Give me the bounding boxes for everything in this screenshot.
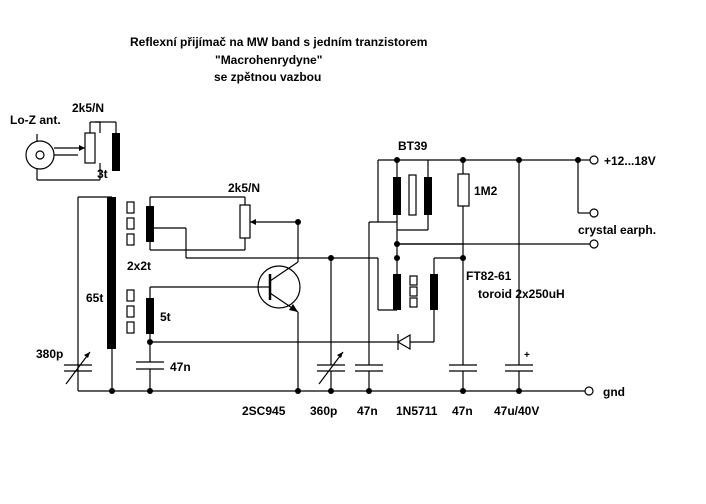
supply-terminal bbox=[589, 155, 599, 165]
transistor-label: 2SC945 bbox=[242, 404, 286, 418]
cap-360p-label: 360p bbox=[310, 404, 337, 418]
gnd-terminal bbox=[584, 386, 594, 396]
toroid-label: FT82-61 bbox=[466, 269, 512, 283]
cap-47n-c-label: 47n bbox=[452, 404, 473, 418]
bt39-label: BT39 bbox=[398, 139, 428, 153]
diode-label: 1N5711 bbox=[396, 404, 438, 418]
title-line-2: "Macrohenrydyne" bbox=[215, 53, 322, 67]
coil-3t bbox=[112, 133, 120, 171]
toroid-wires bbox=[377, 244, 463, 343]
capacitor-47u bbox=[505, 160, 533, 391]
capacitor-47n-c bbox=[449, 364, 477, 391]
turns-65t-label: 65t bbox=[86, 291, 103, 305]
earphone-label: crystal earph. bbox=[578, 223, 656, 237]
turns-2x2t-label: 2x2t bbox=[127, 259, 151, 273]
antenna-wiper-arrow bbox=[54, 145, 85, 151]
coil-65t bbox=[107, 197, 116, 349]
pot-ant-label: 2k5/N bbox=[72, 101, 104, 115]
pot-fb-label: 2k5/N bbox=[228, 181, 260, 195]
resistor-1m2 bbox=[457, 160, 470, 365]
cap-47n-b-label: 47n bbox=[357, 404, 378, 418]
cap-380p-label: 380p bbox=[36, 347, 63, 361]
coupling-wires bbox=[149, 196, 378, 259]
capacitor-47n-b bbox=[355, 222, 383, 391]
title-line-3: se zpětnou vazbou bbox=[214, 70, 321, 84]
gnd-label: gnd bbox=[603, 385, 625, 399]
coil-5t-wires bbox=[149, 286, 392, 362]
toroid-ft82-61 bbox=[393, 274, 438, 310]
diode-1n5711 bbox=[392, 333, 411, 351]
coil-5t bbox=[146, 298, 154, 334]
earphone-terminal-1 bbox=[589, 208, 599, 218]
earphone-terminal-2 bbox=[589, 239, 599, 249]
coil-2x2t bbox=[146, 206, 154, 242]
transistor-2sc945 bbox=[257, 261, 301, 313]
antenna-connector bbox=[25, 140, 55, 170]
antenna-label: Lo-Z ant. bbox=[10, 113, 61, 127]
toroid-spec-label: toroid 2x250uH bbox=[478, 287, 565, 301]
plus-label: + bbox=[524, 350, 530, 361]
antenna-potentiometer bbox=[84, 121, 101, 164]
title-line-1: Reflexní přijímač na MW band s jedním tr… bbox=[130, 35, 427, 49]
turns-5t-label: 5t bbox=[160, 310, 171, 324]
variable-capacitor-360p bbox=[317, 258, 345, 391]
supply-label: +12...18V bbox=[604, 154, 656, 168]
r-1m2-label: 1M2 bbox=[474, 184, 498, 198]
junction-dots bbox=[109, 157, 581, 394]
capacitor-47n-a bbox=[136, 361, 164, 391]
bt39-transformer bbox=[393, 174, 432, 216]
tank-wires bbox=[77, 196, 113, 391]
cap-47n-a-label: 47n bbox=[170, 360, 191, 374]
ferrite-rod bbox=[126, 201, 135, 334]
antenna-wires bbox=[36, 134, 101, 181]
variable-capacitor-380p bbox=[64, 351, 92, 385]
turns-3t-label: 3t bbox=[97, 167, 108, 181]
feedback-potentiometer bbox=[239, 204, 298, 239]
cap-47u-label: 47u/40V bbox=[494, 404, 539, 418]
